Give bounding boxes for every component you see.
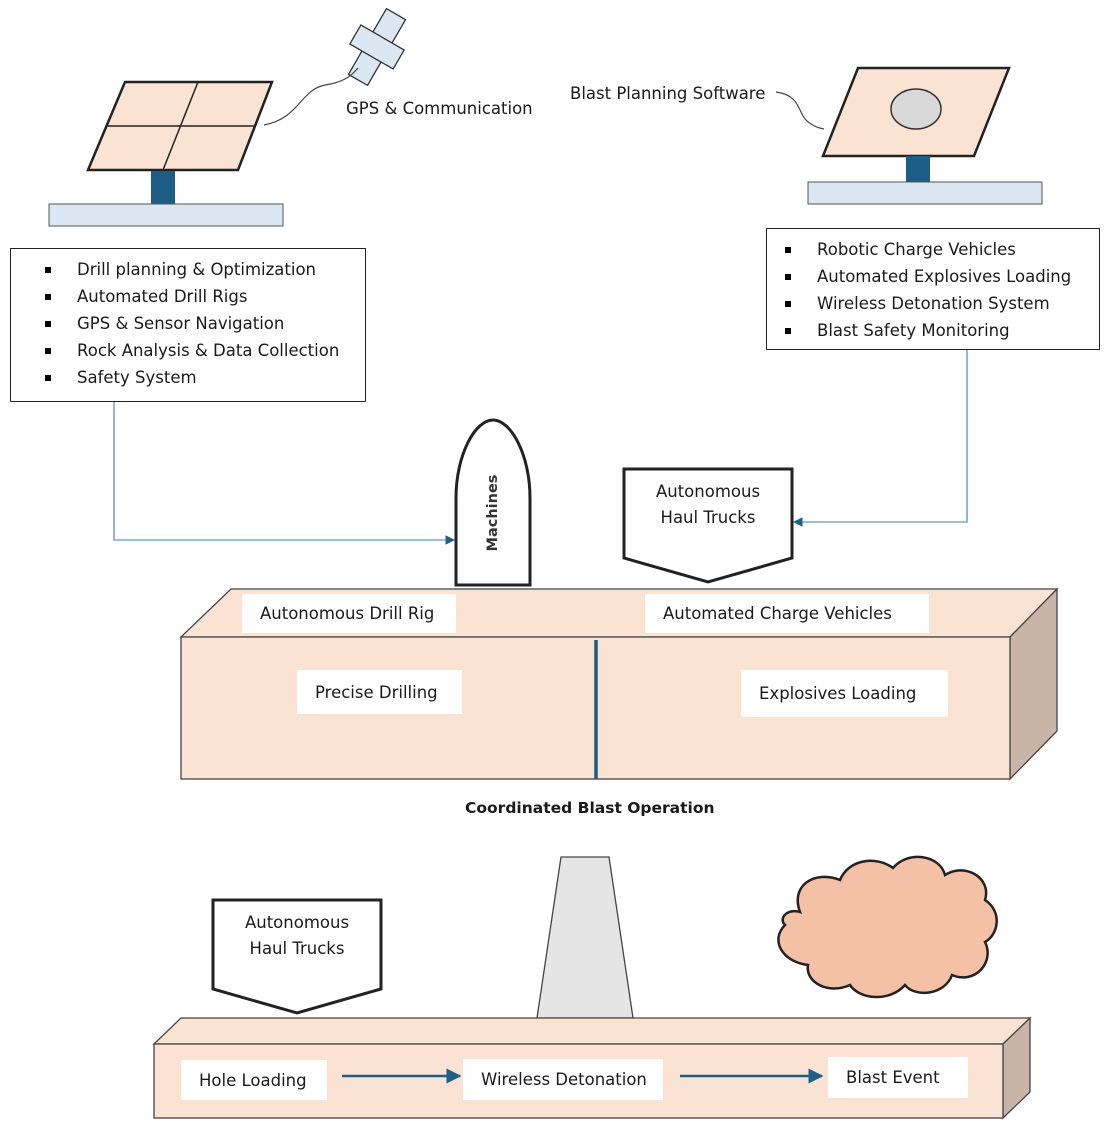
machines-label: Machines	[485, 474, 501, 552]
list-item: Drill planning & Optimization	[11, 256, 365, 283]
monitor-stand	[906, 156, 930, 183]
blast-planning-software-label: Blast Planning Software	[570, 84, 766, 103]
list-item: Safety System	[11, 364, 365, 391]
blast-event-step: Blast Event	[828, 1057, 968, 1098]
blast-cloud-icon	[777, 855, 998, 999]
haul-trucks-label-middle: Autonomous Haul Trucks	[655, 482, 761, 527]
solar-panel-icon	[48, 80, 284, 227]
monitor-icon	[807, 66, 1043, 205]
automated-charge-vehicles-label: Automated Charge Vehicles	[645, 594, 929, 633]
panel-base	[48, 203, 284, 227]
monitor-base	[807, 181, 1043, 205]
hole-loading-step: Hole Loading	[181, 1060, 327, 1100]
haul-trucks-label-bottom: Autonomous Haul Trucks	[244, 913, 350, 958]
panel-stand	[151, 171, 175, 204]
list-item: Rock Analysis & Data Collection	[11, 337, 365, 364]
dish-icon	[890, 88, 942, 130]
haul-trucks-shape-middle	[622, 467, 794, 584]
bullet-icon	[45, 348, 51, 354]
software-connector	[775, 91, 825, 130]
list-item: Wireless Detonation System	[767, 290, 1099, 317]
bullet-icon	[785, 274, 791, 280]
haul-trucks-shape-bottom	[211, 898, 383, 1015]
right-list-connector	[793, 350, 968, 527]
machines-shape	[454, 418, 532, 587]
left-list-connector	[113, 402, 455, 545]
bullet-icon	[45, 321, 51, 327]
drill-capabilities-list: Drill planning & Optimization Automated …	[10, 248, 366, 402]
list-item: Robotic Charge Vehicles	[767, 236, 1099, 263]
bullet-icon	[785, 301, 791, 307]
bottom-platform-top	[152, 1017, 1032, 1045]
satellite-icon	[347, 7, 407, 87]
list-item: Automated Explosives Loading	[767, 263, 1099, 290]
section-heading: Coordinated Blast Operation	[465, 799, 715, 817]
list-item: GPS & Sensor Navigation	[11, 310, 365, 337]
autonomous-drill-rig-label: Autonomous Drill Rig	[242, 594, 456, 633]
list-item: Blast Safety Monitoring	[767, 317, 1099, 344]
bullet-icon	[785, 247, 791, 253]
detonation-tower-icon	[536, 856, 634, 1019]
explosives-loading-label: Explosives Loading	[741, 670, 948, 717]
list-item: Automated Drill Rigs	[11, 283, 365, 310]
bullet-icon	[45, 375, 51, 381]
bullet-icon	[45, 267, 51, 273]
satellite-connector	[263, 67, 359, 126]
bullet-icon	[45, 294, 51, 300]
precise-drilling-label: Precise Drilling	[297, 670, 462, 714]
wireless-detonation-step: Wireless Detonation	[463, 1059, 663, 1100]
charging-capabilities-list: Robotic Charge Vehicles Automated Explos…	[766, 228, 1100, 350]
bullet-icon	[785, 328, 791, 334]
gps-communication-label: GPS & Communication	[346, 99, 533, 118]
